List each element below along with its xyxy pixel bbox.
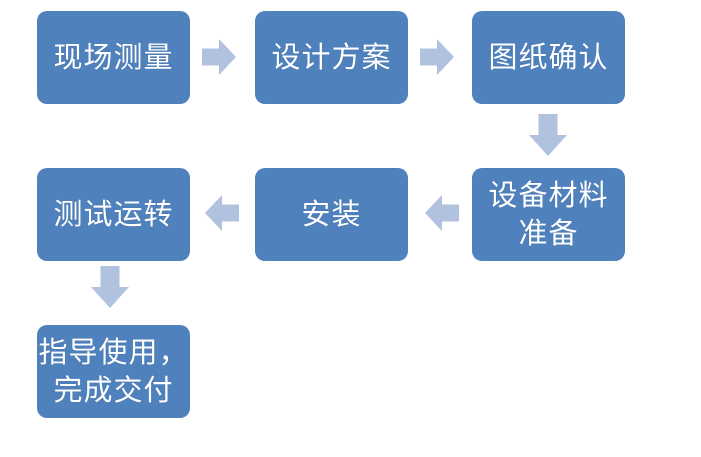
flow-node-site-measurement: 现场测量: [37, 11, 190, 104]
node-label-drawing-confirmation: 图纸确认: [488, 39, 609, 74]
node-label-equipment-material-preparation: 设备材料 准备: [488, 178, 609, 250]
flow-node-drawing-confirmation: 图纸确认: [472, 11, 625, 104]
node-label-site-measurement: 现场测量: [53, 39, 174, 74]
arrow-down-icon: [91, 266, 129, 308]
arrow-down-icon: [529, 114, 567, 156]
flow-node-installation: 安装: [255, 168, 408, 261]
node-label-test-operation: 测试运转: [53, 196, 174, 231]
flow-node-test-operation: 测试运转: [37, 168, 190, 261]
flow-node-equipment-material-preparation: 设备材料 准备: [472, 168, 625, 261]
arrow-left-icon: [205, 195, 239, 231]
flow-node-design-plan: 设计方案: [255, 11, 408, 104]
arrow-left-icon: [425, 195, 459, 231]
arrow-right-icon: [202, 39, 236, 75]
node-label-guide-use-delivery: 指导使用， 完成交付: [38, 335, 189, 407]
flow-node-guide-use-delivery: 指导使用， 完成交付: [37, 325, 190, 418]
node-label-installation: 安装: [301, 196, 362, 231]
arrow-right-icon: [420, 39, 454, 75]
node-label-design-plan: 设计方案: [271, 39, 392, 74]
